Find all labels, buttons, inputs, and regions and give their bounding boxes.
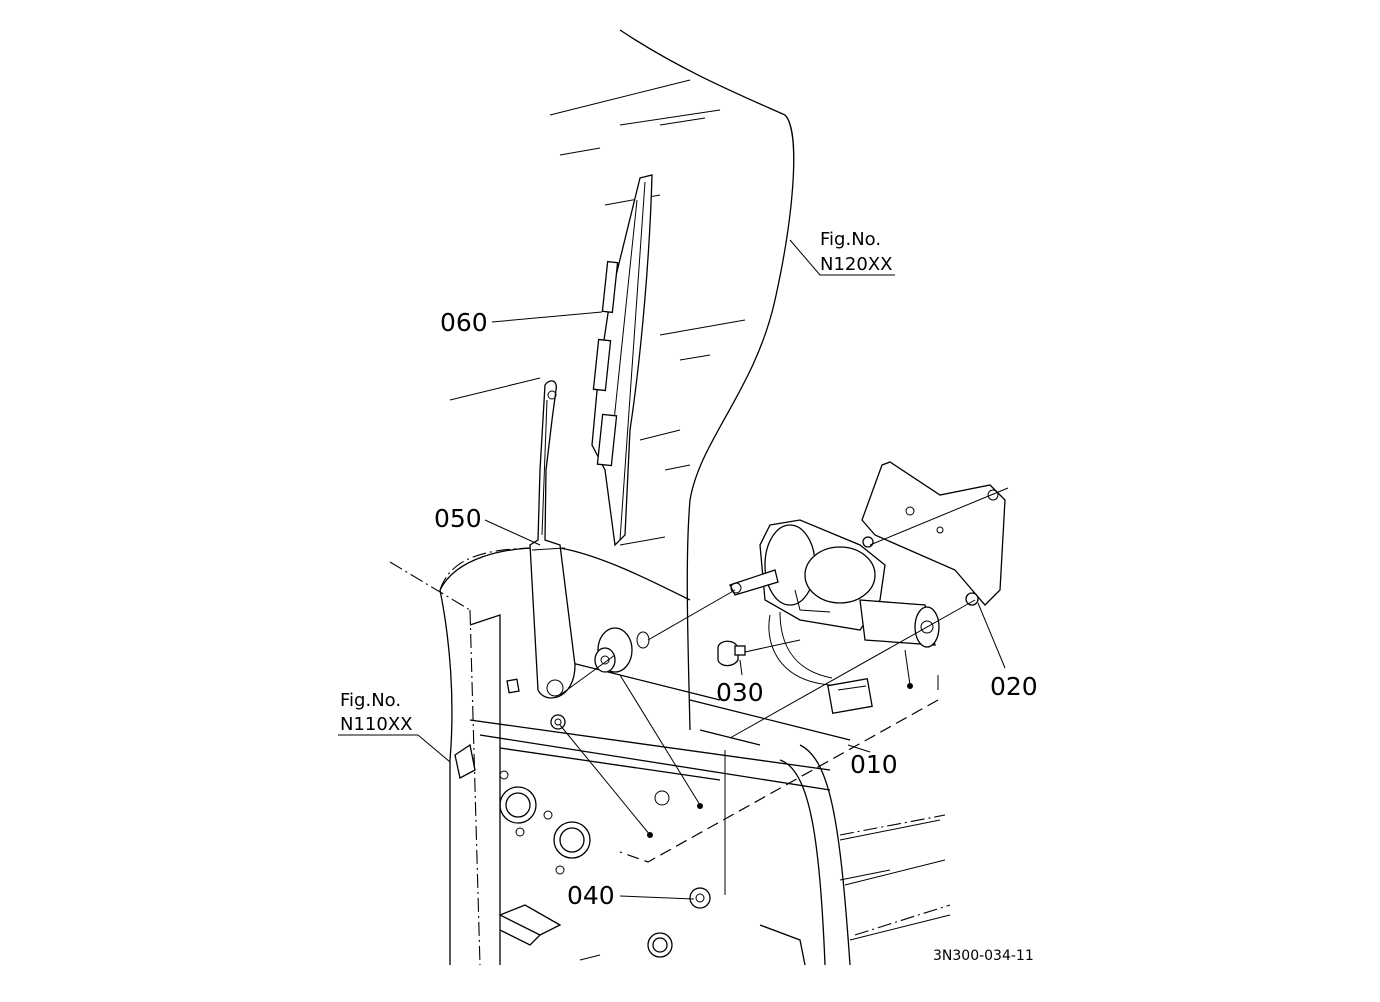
callout-060: 060 [440, 308, 488, 337]
assembly-010-boundary [619, 675, 939, 863]
wiper-motor[interactable] [729, 519, 940, 715]
part-060-wiper-blade[interactable] [591, 174, 653, 547]
callout-leaders [338, 239, 1006, 900]
callout-050: 050 [434, 504, 482, 533]
fig-ref-lower-line1: Fig.No. [340, 690, 401, 711]
part-020-bolt[interactable] [965, 592, 979, 606]
fig-ref-lower-line2: N110XX [340, 714, 412, 735]
callout-010: 010 [850, 750, 898, 779]
fig-ref-upper-line1: Fig.No. [820, 229, 881, 250]
windshield-glass [449, 29, 795, 731]
callout-040: 040 [567, 881, 615, 910]
mount-bracket[interactable] [861, 461, 1006, 606]
fig-ref-upper-line2: N120XX [820, 254, 892, 275]
part-030-bolt[interactable] [717, 640, 746, 667]
part-040-nut-upper[interactable] [550, 714, 566, 730]
callout-020: 020 [990, 672, 1038, 701]
drawing-code: 3N300-034-11 [933, 948, 1034, 964]
pivot-grommet[interactable] [594, 627, 650, 673]
assembly-lines [559, 487, 1009, 895]
part-040-nut-lower[interactable] [689, 887, 711, 909]
callout-030: 030 [716, 678, 764, 707]
part-050-wiper-arm[interactable] [529, 380, 576, 699]
